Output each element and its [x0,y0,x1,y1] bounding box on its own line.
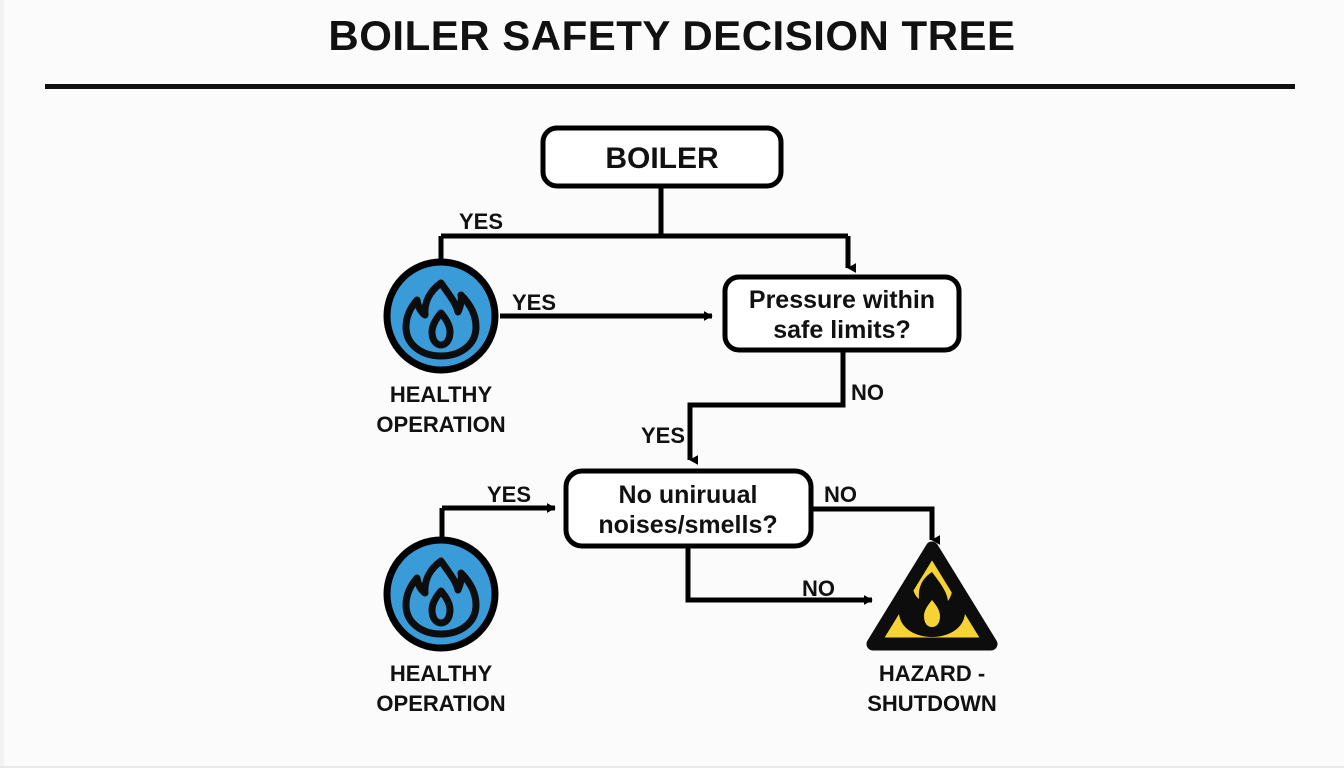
node-pressure-label-line2: safe limits? [773,316,911,344]
edge-label-pressure-no: NO [851,380,884,405]
edge-noises-no-bottom [685,546,873,605]
node-boiler[interactable]: BOILER [540,125,784,189]
page-title-wrap: BOILER SAFETY DECISION TREE [0,12,1344,59]
edge-label-start-yes: YES [459,209,503,234]
node-healthy-bottom-label-line1: HEALTHY [390,661,493,686]
flame-glyph-inner-bottom [428,587,454,627]
edge-label-noises-no-right: NO [824,482,857,507]
page-title: BOILER SAFETY DECISION TREE [328,12,1016,59]
node-hazard-label-line1: HAZARD - [879,661,985,686]
edge-label-healthy-yes: YES [512,290,556,315]
node-hazard-shutdown[interactable]: HAZARD - SHUTDOWN [866,541,998,716]
hazard-flame-glyph [899,572,965,637]
edge-pressure-to-noises [687,352,846,465]
node-healthy-operation-bottom[interactable]: HEALTHY OPERATION [376,536,506,716]
node-pressure-box[interactable] [722,274,962,353]
flame-glyph-outline-bottom [402,557,480,638]
node-pressure[interactable]: Pressure within safe limits? [722,274,962,353]
edge-label-noises-yes: YES [487,482,531,507]
edge-label-noises-no-bottom: NO [802,576,835,601]
node-healthy-operation-top[interactable]: HEALTHY OPERATION [376,258,506,437]
node-healthy-bottom-label-line2: OPERATION [376,691,505,716]
title-divider [45,84,1295,89]
edge-noises-no-right [812,506,941,545]
flame-glyph-outline-top [402,279,480,360]
node-boiler-label: BOILER [605,142,719,175]
node-noises[interactable]: No uniruual noises/smells? [563,468,814,549]
node-hazard-label-line2: SHUTDOWN [867,691,997,716]
flame-glyph-inner-top [428,309,454,349]
node-noises-label-line1: No uniruual [619,481,758,509]
node-healthy-top-label-line1: HEALTHY [390,382,493,407]
node-healthy-top-label-line2: OPERATION [376,412,505,437]
node-noises-box[interactable] [563,468,814,549]
edge-label-pressure-yes: YES [641,423,685,448]
node-boiler-box[interactable] [540,125,784,189]
node-noises-label-line2: noises/smells? [598,511,777,539]
node-pressure-label-line1: Pressure within [749,286,935,314]
